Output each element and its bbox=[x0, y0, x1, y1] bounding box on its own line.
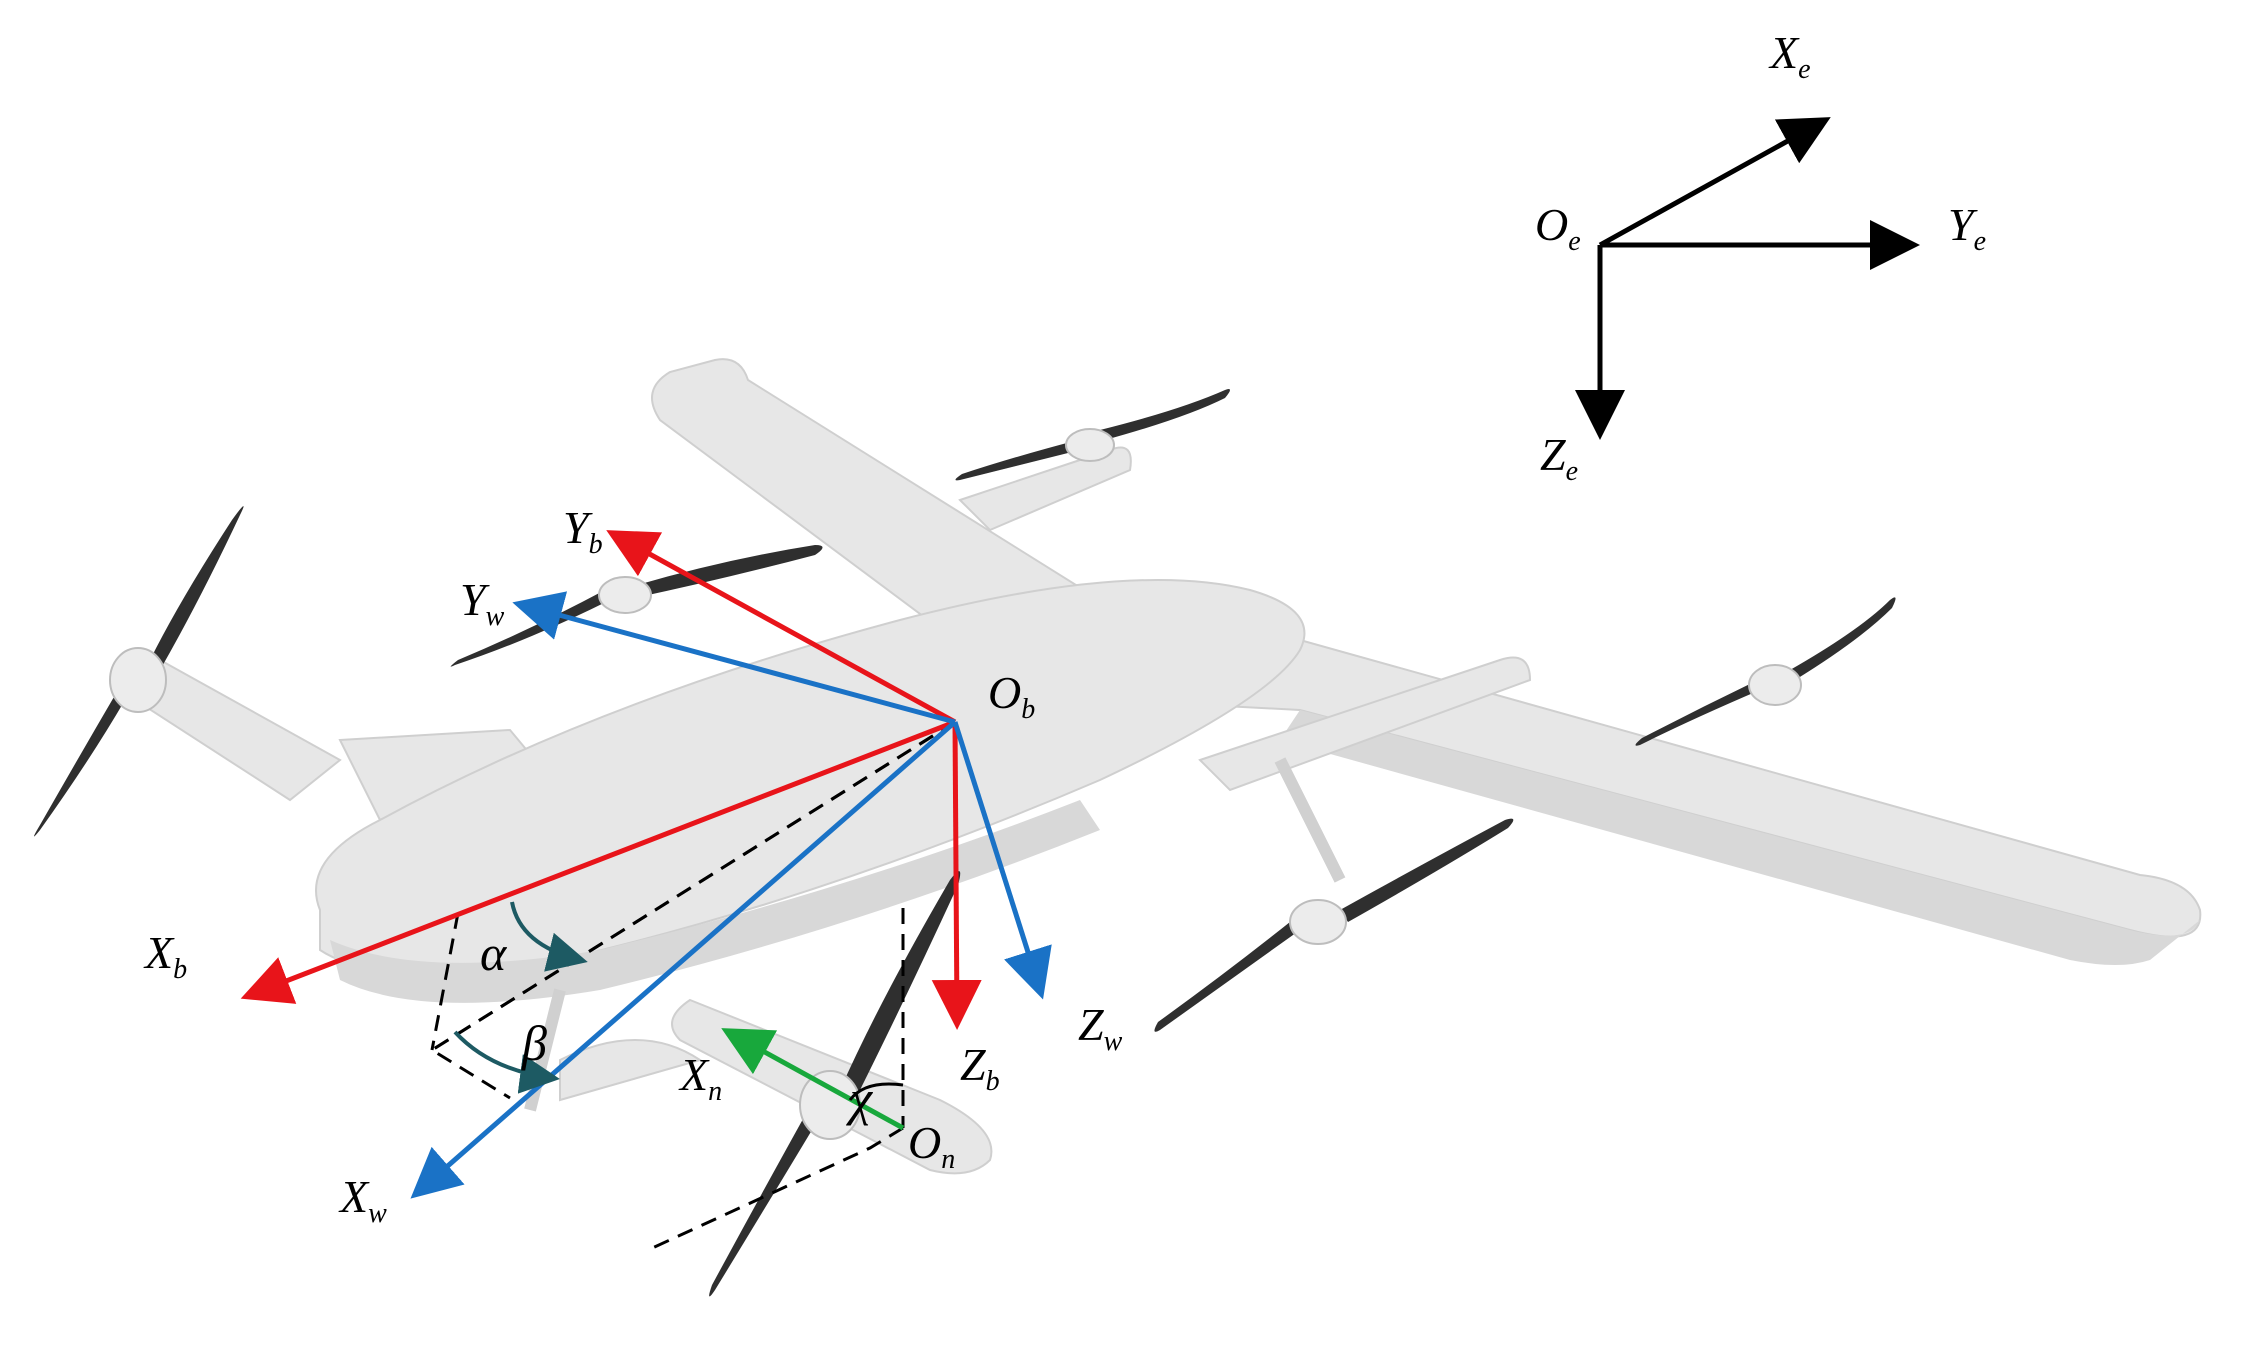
chi-arc bbox=[848, 1082, 904, 1101]
earth-x-axis-arrow bbox=[1598, 117, 1831, 248]
wind-frame: Xw Yw Zw bbox=[338, 574, 1123, 1229]
beta-angle-label: β bbox=[521, 1015, 547, 1071]
earth-origin-label: Oe bbox=[1535, 199, 1581, 257]
nacelle-x-axis-label: Xn bbox=[678, 1049, 722, 1107]
body-x-axis-arrow bbox=[240, 719, 956, 1004]
chi-angle-label: χ bbox=[846, 1070, 874, 1126]
wind-y-axis-label: Yw bbox=[460, 574, 505, 632]
alpha-dash-line bbox=[431, 720, 956, 1052]
body-z-axis-label: Zb bbox=[960, 1039, 1000, 1097]
angle-arcs: α β χ bbox=[453, 901, 904, 1126]
nacelle-origin-label: On bbox=[908, 1117, 955, 1175]
xb-drop-dash bbox=[430, 912, 460, 1051]
alpha-arc bbox=[510, 901, 588, 972]
alpha-angle-label: α bbox=[480, 925, 508, 981]
earth-z-axis-label: Ze bbox=[1540, 429, 1578, 487]
body-y-axis-label: Yb bbox=[563, 502, 603, 560]
wind-x-axis-arrow bbox=[410, 720, 957, 1199]
earth-y-axis-label: Ye bbox=[1948, 199, 1986, 257]
body-frame: Ob Xb Yb Zb bbox=[143, 502, 1035, 1097]
nacelle-x-axis-arrow bbox=[721, 1028, 905, 1131]
wind-z-axis-arrow bbox=[952, 721, 1052, 1000]
body-z-axis-arrow bbox=[931, 721, 982, 1030]
earth-x-axis-label: Xe bbox=[1768, 27, 1811, 85]
beta-arc bbox=[453, 1030, 560, 1094]
body-origin-label: Ob bbox=[988, 667, 1035, 725]
nacelle-extension-dash bbox=[647, 1126, 904, 1252]
body-x-axis-label: Xb bbox=[143, 927, 187, 985]
propeller-icon bbox=[34, 389, 1896, 1297]
wind-y-axis-arrow bbox=[512, 591, 956, 725]
wind-z-axis-label: Zw bbox=[1078, 999, 1123, 1057]
wind-x-axis-label: Xw bbox=[338, 1171, 387, 1229]
construction-lines bbox=[429, 720, 956, 1252]
nacelle-frame: On Xn bbox=[678, 1028, 955, 1175]
vtol-aircraft-icon bbox=[110, 358, 2202, 1175]
earth-frame: Oe Xe Ye Ze bbox=[1535, 27, 1986, 487]
body-y-axis-arrow bbox=[606, 530, 957, 725]
projection-dash-line bbox=[429, 720, 956, 1100]
